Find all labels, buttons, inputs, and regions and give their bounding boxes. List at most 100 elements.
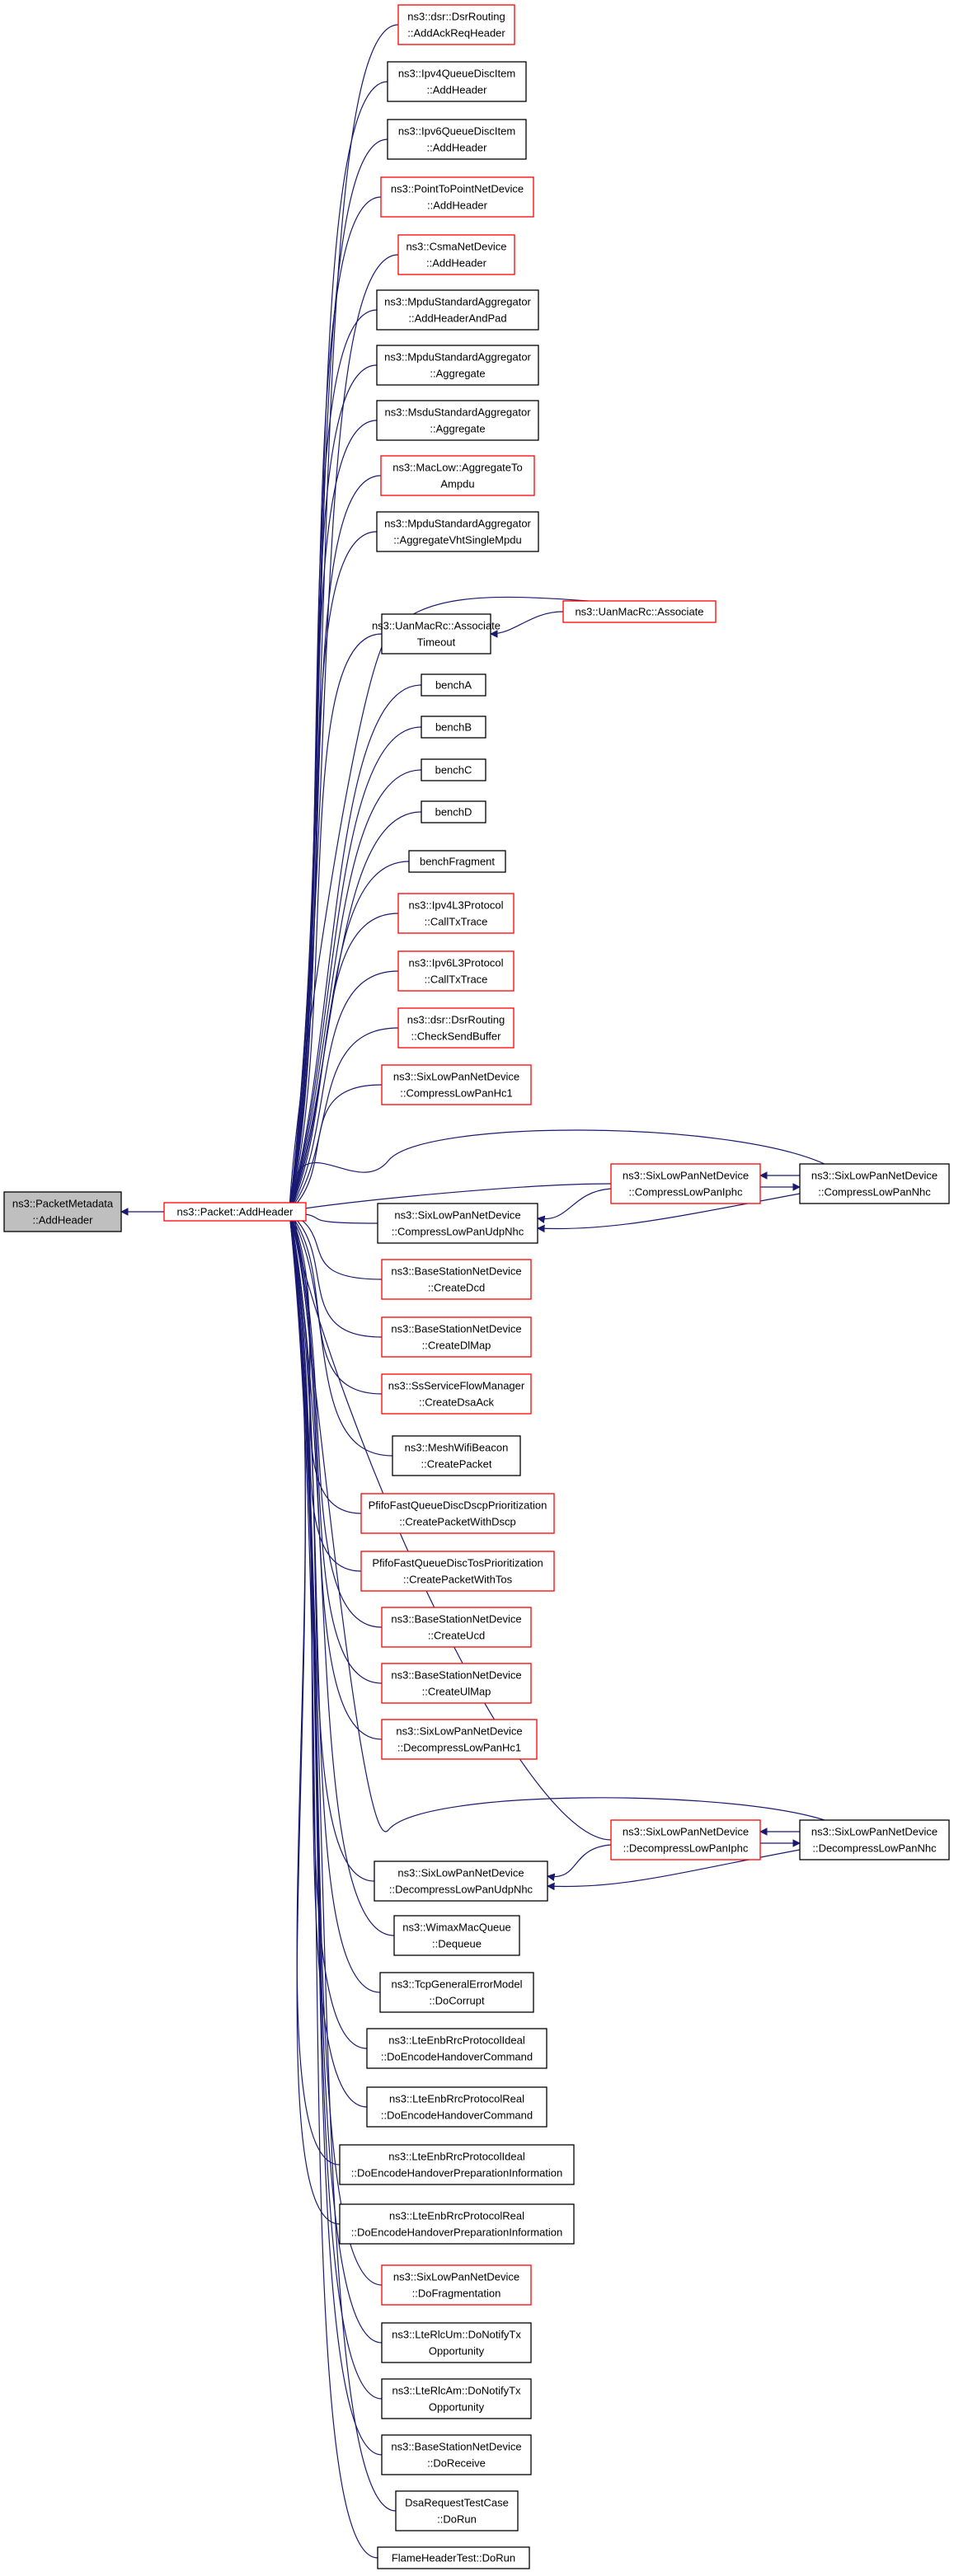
node-box xyxy=(610,1819,761,1860)
node-label: ns3::Ipv4L3Protocol xyxy=(409,899,504,912)
node-label: ::AddAckReqHeader xyxy=(407,27,505,40)
node-box xyxy=(381,1719,538,1760)
edge-n19-to-packet xyxy=(289,1027,399,1212)
node-n1[interactable]: ns3::dsr::DsrRouting::AddAckReqHeader xyxy=(397,4,515,45)
node-box xyxy=(421,716,486,739)
node-box xyxy=(377,2546,530,2569)
node-label: ::DoReceive xyxy=(427,2457,486,2470)
node-dIphc[interactable]: ns3::SixLowPanNetDevice::DecompressLowPa… xyxy=(610,1819,761,1860)
node-cNhc[interactable]: ns3::SixLowPanNetDevice::CompressLowPanN… xyxy=(799,1163,950,1204)
edge-assoc-to-n11 xyxy=(490,611,564,638)
node-n33[interactable]: ns3::TcpGeneralErrorModel::DoCorrupt xyxy=(379,1972,534,2013)
node-box xyxy=(374,1860,548,1902)
node-label: ns3::MeshWifiBeacon xyxy=(405,1442,509,1454)
node-box xyxy=(387,119,527,160)
node-n23[interactable]: ns3::BaseStationNetDevice::CreateDlMap xyxy=(381,1316,532,1358)
node-box xyxy=(376,511,539,552)
node-n24[interactable]: ns3::SsServiceFlowManager::CreateDsaAck xyxy=(381,1373,532,1415)
edge-n10-to-packet xyxy=(287,531,378,1212)
node-label: ns3::LteEnbRrcProtocolIdeal xyxy=(388,2151,525,2163)
node-cIphc[interactable]: ns3::SixLowPanNetDevice::CompressLowPanI… xyxy=(610,1163,761,1204)
node-label: ns3::MsduStandardAggregator xyxy=(384,406,531,419)
node-n16[interactable]: benchFragment xyxy=(408,850,506,873)
node-label: ns3::SixLowPanNetDevice xyxy=(397,1867,524,1879)
edge-n18-to-packet xyxy=(289,970,399,1212)
node-label: ::AddHeaderAndPad xyxy=(408,312,506,325)
node-label: ::CompressLowPanNhc xyxy=(818,1186,931,1199)
node-label: benchB xyxy=(435,721,472,734)
node-n31[interactable]: ns3::SixLowPanNetDevice::DecompressLowPa… xyxy=(374,1860,548,1902)
node-n2[interactable]: ns3::Ipv4QueueDiscItem::AddHeader xyxy=(387,61,527,102)
node-n32[interactable]: ns3::WimaxMacQueue::Dequeue xyxy=(393,1915,520,1956)
node-box xyxy=(360,1493,555,1534)
node-label: ::CompressLowPanHc1 xyxy=(400,1087,513,1100)
node-n35[interactable]: ns3::LteEnbRrcProtocolReal::DoEncodeHand… xyxy=(366,2086,547,2128)
node-n25[interactable]: ns3::MeshWifiBeacon::CreatePacket xyxy=(392,1435,521,1476)
node-n34[interactable]: ns3::LteEnbRrcProtocolIdeal::DoEncodeHan… xyxy=(366,2028,547,2069)
node-n15[interactable]: benchD xyxy=(421,800,486,823)
node-n12[interactable]: benchA xyxy=(421,673,486,697)
node-label: ::DoEncodeHandoverCommand xyxy=(381,2051,533,2063)
node-label: ::CreateDlMap xyxy=(422,1340,491,1352)
node-label: ns3::BaseStationNetDevice xyxy=(391,1323,521,1335)
node-n14[interactable]: benchC xyxy=(421,758,486,781)
edge-n29-to-packet xyxy=(287,1212,383,1684)
node-label: ::CreateUlMap xyxy=(422,1686,491,1698)
node-n42[interactable]: DsaRequestTestCase::DoRun xyxy=(395,2490,519,2531)
node-n28[interactable]: ns3::BaseStationNetDevice::CreateUcd xyxy=(381,1607,532,1648)
node-label: ns3::dsr::DsrRouting xyxy=(407,1014,505,1026)
node-n7[interactable]: ns3::MpduStandardAggregator::Aggregate xyxy=(376,345,539,386)
node-label: ns3::Packet::AddHeader xyxy=(177,1206,294,1218)
node-n10[interactable]: ns3::MpduStandardAggregator::AggregateVh… xyxy=(376,511,539,552)
node-n5[interactable]: ns3::CsmaNetDevice::AddHeader xyxy=(397,234,515,275)
edge-dIphc-to-n31 xyxy=(547,1844,612,1882)
node-n36[interactable]: ns3::LteEnbRrcProtocolIdeal::DoEncodeHan… xyxy=(339,2144,575,2185)
node-n22[interactable]: ns3::BaseStationNetDevice::CreateDcd xyxy=(381,1259,532,1300)
node-label: ::CreateDsaAck xyxy=(419,1396,495,1409)
node-label: ns3::PointToPointNetDevice xyxy=(391,183,524,195)
node-n4[interactable]: ns3::PointToPointNetDevice::AddHeader xyxy=(380,176,534,218)
node-label: Opportunity xyxy=(429,2401,485,2414)
node-n3[interactable]: ns3::Ipv6QueueDiscItem::AddHeader xyxy=(387,119,527,160)
node-label: ns3::LteEnbRrcProtocolReal xyxy=(389,2210,524,2222)
node-packet[interactable]: ns3::Packet::AddHeader xyxy=(163,1202,307,1222)
node-box xyxy=(376,289,539,331)
node-label: ns3::BaseStationNetDevice xyxy=(391,1669,521,1682)
node-n43[interactable]: FlameHeaderTest::DoRun xyxy=(377,2546,530,2569)
node-box xyxy=(393,1915,520,1956)
node-n38[interactable]: ns3::SixLowPanNetDevice::DoFragmentation xyxy=(381,2264,532,2306)
node-n17[interactable]: ns3::Ipv4L3Protocol::CallTxTrace xyxy=(397,893,515,934)
node-box xyxy=(163,1202,307,1222)
node-n30[interactable]: ns3::SixLowPanNetDevice::DecompressLowPa… xyxy=(381,1719,538,1760)
node-n19[interactable]: ns3::dsr::DsrRouting::CheckSendBuffer xyxy=(397,1007,515,1049)
node-dNhc[interactable]: ns3::SixLowPanNetDevice::DecompressLowPa… xyxy=(799,1819,950,1860)
node-root[interactable]: ns3::PacketMetadata::AddHeader xyxy=(3,1191,122,1232)
node-n8[interactable]: ns3::MsduStandardAggregator::Aggregate xyxy=(376,400,539,441)
node-n6[interactable]: ns3::MpduStandardAggregator::AddHeaderAn… xyxy=(376,289,539,331)
node-label: ns3::SixLowPanNetDevice xyxy=(811,1170,938,1182)
node-n13[interactable]: benchB xyxy=(421,716,486,739)
edge-n11-to-packet xyxy=(287,633,383,1212)
node-assoc[interactable]: ns3::UanMacRc::Associate xyxy=(562,600,717,623)
node-n26[interactable]: PfifoFastQueueDiscDscpPrioritization::Cr… xyxy=(360,1493,555,1534)
node-n41[interactable]: ns3::BaseStationNetDevice::DoReceive xyxy=(381,2434,532,2475)
node-n18[interactable]: ns3::Ipv6L3Protocol::CallTxTrace xyxy=(397,950,515,992)
node-box xyxy=(387,61,527,102)
node-n37[interactable]: ns3::LteEnbRrcProtocolReal::DoEncodeHand… xyxy=(339,2203,575,2245)
node-label: ns3::SixLowPanNetDevice xyxy=(393,2271,519,2283)
node-n27[interactable]: PfifoFastQueueDiscTosPrioritization::Cre… xyxy=(360,1551,555,1592)
node-box xyxy=(395,2490,519,2531)
node-n29[interactable]: ns3::BaseStationNetDevice::CreateUlMap xyxy=(381,1663,532,1704)
node-box xyxy=(366,2086,547,2128)
node-box xyxy=(366,2028,547,2069)
node-n21[interactable]: ns3::SixLowPanNetDevice::CompressLowPanU… xyxy=(377,1203,538,1244)
node-n20[interactable]: ns3::SixLowPanNetDevice::CompressLowPanH… xyxy=(381,1064,532,1105)
edge-n2-to-packet xyxy=(286,81,388,1212)
node-label: ::DoCorrupt xyxy=(429,1995,485,2007)
node-label: ::CheckSendBuffer xyxy=(411,1030,502,1043)
node-box xyxy=(379,1972,534,2013)
